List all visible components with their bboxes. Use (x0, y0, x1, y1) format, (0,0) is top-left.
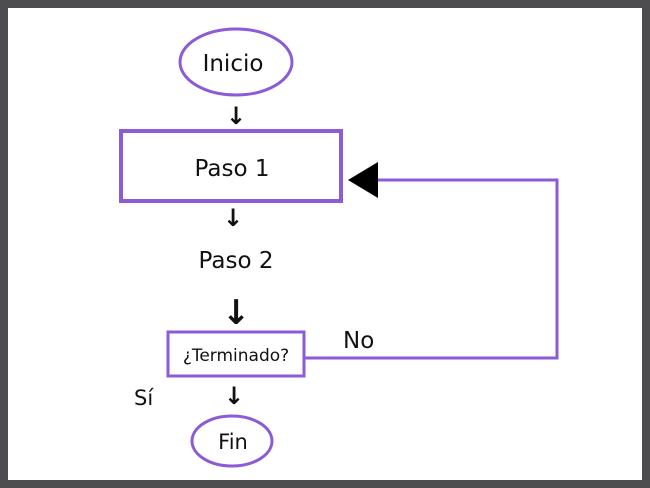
loop-connector (304, 178, 559, 360)
arrow-down-icon: ↓ (226, 102, 246, 130)
decision-node-label: ¿Terminado? (183, 346, 289, 366)
start-node (178, 27, 294, 97)
arrow-down-icon: ↓ (224, 382, 244, 410)
arrow-down-icon: ↓ (222, 293, 251, 333)
arrow-down-icon: ↓ (223, 204, 243, 232)
end-node-label: Fin (218, 430, 248, 454)
step1-node-label: Paso 1 (195, 156, 270, 182)
start-node-label: Inicio (203, 51, 264, 77)
step2-node-label: Paso 2 (199, 248, 274, 274)
step1-node (119, 129, 343, 203)
no-edge-label: No (343, 328, 374, 354)
end-node (190, 414, 274, 468)
arrowhead-left-icon (348, 162, 378, 198)
decision-node (166, 330, 306, 378)
yes-edge-label: Sí (134, 386, 154, 410)
